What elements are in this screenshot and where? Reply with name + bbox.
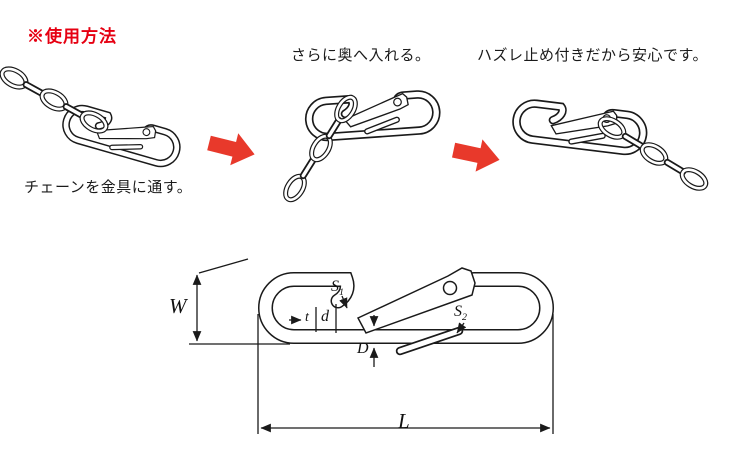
dim-label-W: W: [169, 294, 187, 318]
dim-label-d: d: [321, 308, 329, 325]
dim-S2-leader: [456, 322, 467, 334]
chain-link: [303, 160, 313, 175]
step-2-illustration: [282, 91, 438, 203]
snap-hook: [514, 100, 645, 153]
dim-label-S2-sub: 2: [462, 312, 467, 324]
step-arrow-icon: [205, 127, 259, 171]
step-1-illustration: [0, 65, 181, 167]
dim-label-t: t: [305, 310, 309, 325]
technical-drawing: [189, 258, 554, 434]
step-1-caption: チェーンを金具に通す。: [24, 179, 193, 196]
dim-label-L: L: [398, 409, 410, 433]
dim-label-D: D: [357, 340, 369, 357]
chain-link: [26, 85, 42, 94]
dim-W-extension-top: [198, 258, 249, 274]
rivet-hole: [442, 280, 458, 296]
chain-link: [679, 166, 709, 192]
step-2-caption: さらに奥へ入れる。: [291, 47, 431, 64]
step-arrow-icon: [450, 134, 503, 177]
dim-label-S2-base: S: [454, 303, 462, 320]
dim-label-S1-base: S: [331, 278, 339, 295]
dim-label-S1: S1: [331, 277, 344, 299]
dim-label-S2: S2: [454, 302, 467, 324]
step-3-caption: ハズレ止め付きだから安心です。: [477, 47, 709, 64]
chain-link: [667, 162, 682, 171]
hook-body-inner: [259, 273, 553, 343]
dim-S1-leader: [339, 295, 348, 309]
step-3-illustration: [514, 100, 709, 192]
usage-method-heading: ※使用方法: [27, 27, 117, 46]
snap-hook: [308, 91, 438, 138]
dimension-lines: [189, 258, 554, 434]
dim-label-S1-sub: 1: [339, 287, 344, 299]
retainer-bar-inner: [397, 328, 462, 354]
